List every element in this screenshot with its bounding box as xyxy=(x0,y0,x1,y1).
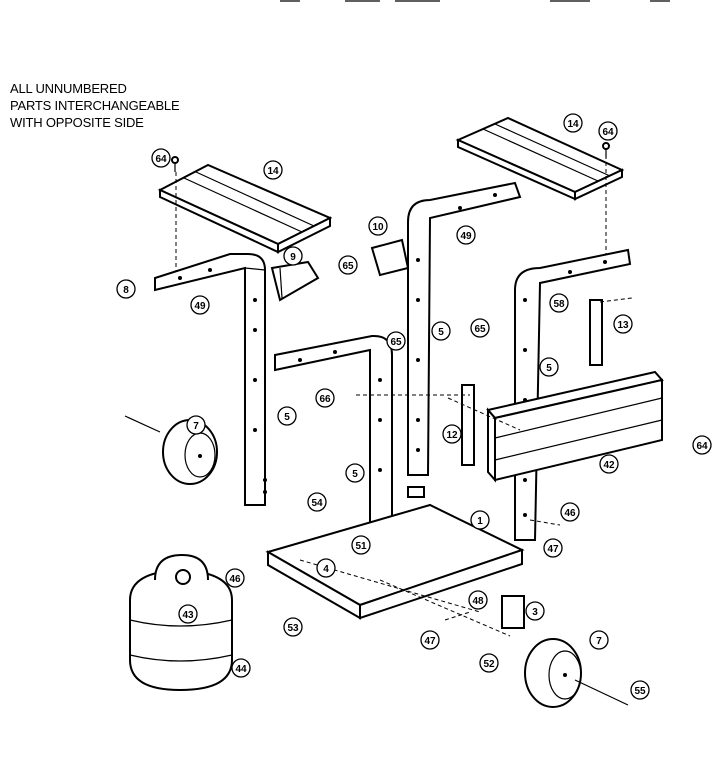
callout-5a-label: 5 xyxy=(438,327,444,338)
axle-bracket-3 xyxy=(501,595,525,629)
callout-53: 53 xyxy=(283,617,303,637)
callout-65a: 65 xyxy=(338,255,358,275)
callout-54: 54 xyxy=(307,492,327,512)
back-right-leg xyxy=(407,181,522,476)
callout-1-label: 1 xyxy=(477,516,483,527)
callout-47a-label: 47 xyxy=(547,544,559,555)
callout-12-label: 12 xyxy=(446,430,458,441)
callout-7w-label: 7 xyxy=(193,421,199,432)
callout-49a: 49 xyxy=(456,225,476,245)
callout-64a: 64 xyxy=(151,148,171,168)
note-line-2: PARTS INTERCHANGEABLE xyxy=(10,98,180,113)
callout-46b-label: 46 xyxy=(229,574,241,585)
callout-58: 58 xyxy=(549,293,569,313)
callout-65c: 65 xyxy=(386,331,406,351)
interchangeability-note: ALL UNNUMBERED PARTS INTERCHANGEABLE WIT… xyxy=(10,80,180,131)
callout-13-label: 13 xyxy=(617,320,629,331)
callout-7: 7 xyxy=(589,630,609,650)
right-wheel xyxy=(524,638,629,708)
callout-64b-label: 64 xyxy=(602,127,614,138)
callout-48-label: 48 xyxy=(472,596,484,607)
callout-5c-label: 5 xyxy=(284,412,290,423)
bracket-10 xyxy=(370,238,410,277)
callout-65a-label: 65 xyxy=(342,261,354,272)
callout-5d-label: 5 xyxy=(352,469,358,480)
callout-54-label: 54 xyxy=(311,498,323,509)
propane-tank xyxy=(129,553,233,692)
callout-9: 9 xyxy=(283,246,303,266)
callout-8-label: 8 xyxy=(123,285,129,296)
callout-43: 43 xyxy=(178,604,198,624)
back-left-leg xyxy=(154,253,267,506)
callout-5b-label: 5 xyxy=(546,363,552,374)
callout-47b: 47 xyxy=(420,630,440,650)
callout-49b-label: 49 xyxy=(194,301,206,312)
right-side-shelf xyxy=(455,116,625,262)
callout-4-label: 4 xyxy=(323,564,329,575)
callout-3: 3 xyxy=(525,601,545,621)
callout-1: 1 xyxy=(470,510,490,530)
callout-64b: 64 xyxy=(598,121,618,141)
callout-51: 51 xyxy=(351,535,371,555)
cart-base xyxy=(265,486,525,620)
callout-64a-label: 64 xyxy=(155,154,167,165)
callout-64c-label: 64 xyxy=(696,441,708,452)
note-line-3: WITH OPPOSITE SIDE xyxy=(10,115,144,130)
callout-4: 4 xyxy=(316,558,336,578)
note-line-1: ALL UNNUMBERED xyxy=(10,81,127,96)
callout-58-label: 58 xyxy=(553,299,565,310)
callout-52-label: 52 xyxy=(483,659,495,670)
callout-42-label: 42 xyxy=(603,460,615,471)
callout-46b: 46 xyxy=(225,568,245,588)
callout-5c: 5 xyxy=(277,406,297,426)
callout-55: 55 xyxy=(630,680,650,700)
callout-65c-label: 65 xyxy=(390,337,402,348)
screw-64-left xyxy=(171,156,179,172)
callout-9-label: 9 xyxy=(290,252,296,263)
callout-43-label: 43 xyxy=(182,610,194,621)
callout-49b: 49 xyxy=(190,295,210,315)
callout-10-label: 10 xyxy=(372,222,384,233)
screw-64-right xyxy=(602,142,610,158)
callout-5a: 5 xyxy=(431,321,451,341)
callout-13: 13 xyxy=(613,314,633,334)
callout-14b: 14 xyxy=(563,113,583,133)
callout-55-label: 55 xyxy=(634,686,646,697)
side-table xyxy=(486,370,664,483)
bracket-12 xyxy=(461,384,475,466)
callout-65b: 65 xyxy=(470,318,490,338)
callout-10: 10 xyxy=(368,216,388,236)
bracket-13 xyxy=(589,299,603,366)
callout-3-label: 3 xyxy=(532,607,538,618)
callout-14a-label: 14 xyxy=(267,166,279,177)
callout-14a: 14 xyxy=(263,160,283,180)
callout-64c: 64 xyxy=(692,435,712,455)
callout-46a-label: 46 xyxy=(564,508,576,519)
callout-8: 8 xyxy=(116,279,136,299)
callout-12: 12 xyxy=(442,424,462,444)
callout-14b-label: 14 xyxy=(567,119,579,130)
callout-47b-label: 47 xyxy=(424,636,436,647)
callout-7-label: 7 xyxy=(596,636,602,647)
callout-48: 48 xyxy=(468,590,488,610)
callout-52: 52 xyxy=(479,653,499,673)
callout-5b: 5 xyxy=(539,357,559,377)
bracket-9 xyxy=(270,260,320,302)
callout-66: 66 xyxy=(315,388,335,408)
callout-46a: 46 xyxy=(560,502,580,522)
left-side-shelf xyxy=(157,163,333,275)
callout-5d: 5 xyxy=(345,463,365,483)
callout-51-label: 51 xyxy=(355,541,367,552)
callout-66-label: 66 xyxy=(319,394,331,405)
callout-44-label: 44 xyxy=(235,664,247,675)
front-right-leg xyxy=(514,248,632,541)
callout-44: 44 xyxy=(231,658,251,678)
callout-7-left-wheel: 7 xyxy=(186,415,206,435)
callout-53-label: 53 xyxy=(287,623,299,634)
callout-47a: 47 xyxy=(543,538,563,558)
callout-42: 42 xyxy=(599,454,619,474)
callout-65b-label: 65 xyxy=(474,324,486,335)
callout-49a-label: 49 xyxy=(460,231,472,242)
